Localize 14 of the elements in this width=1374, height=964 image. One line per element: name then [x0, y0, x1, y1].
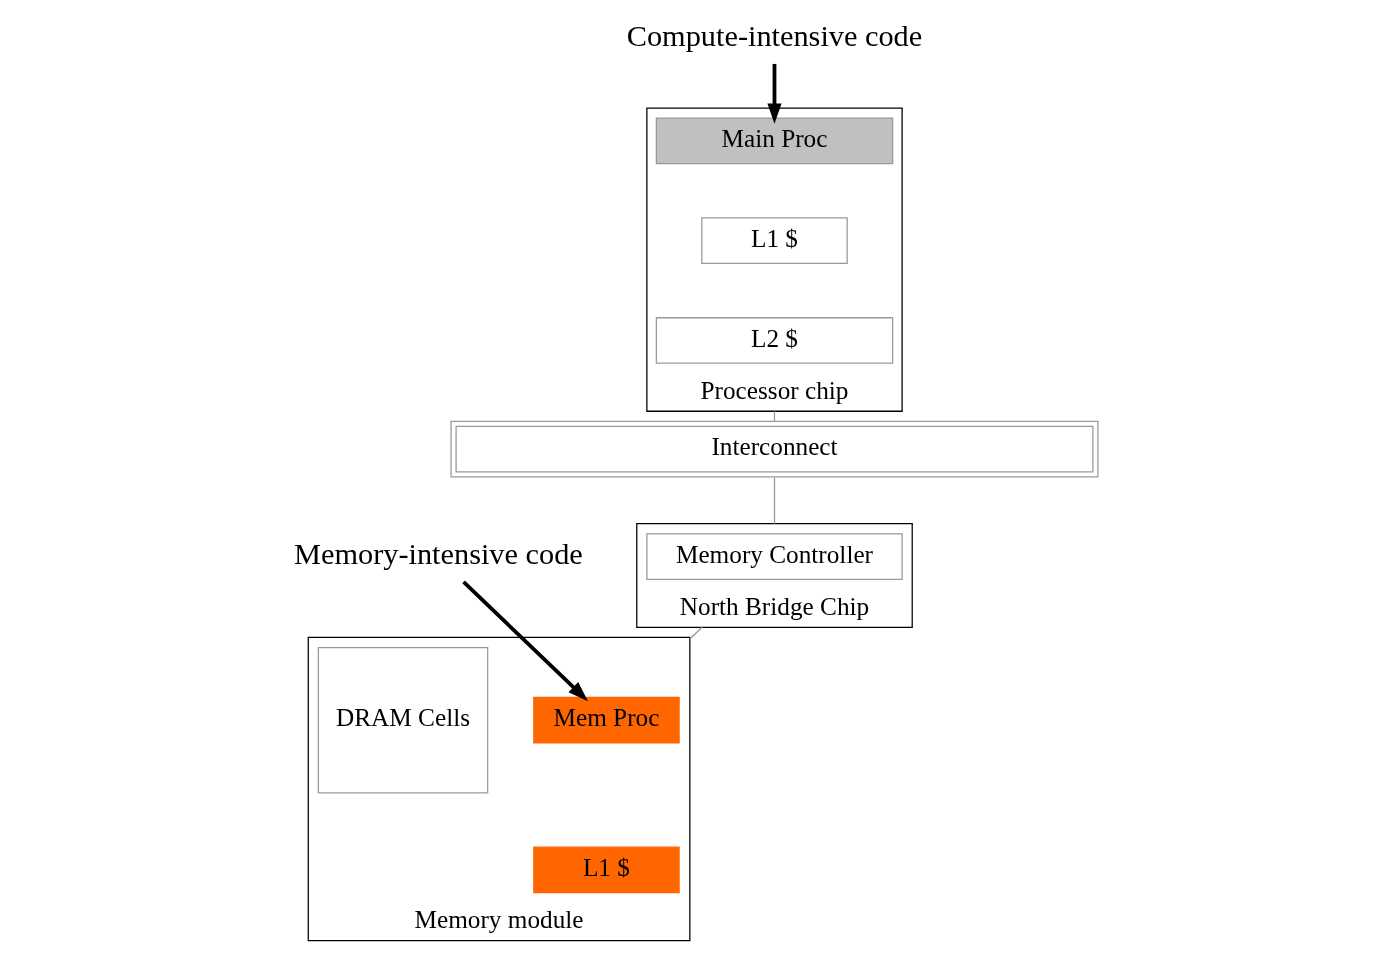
node-box: DRAM Cells — [317, 646, 489, 794]
arrow — [767, 63, 782, 124]
node-box: L1 $ — [701, 217, 848, 265]
node-box: Memory Controller — [646, 533, 903, 580]
node-box: Main Proc — [655, 117, 894, 165]
node-box: Interconnect — [450, 420, 1099, 478]
node-box: L1 $ — [533, 846, 680, 894]
node-box: L2 $ — [655, 317, 894, 364]
connector — [689, 626, 703, 640]
node-box: Mem Proc — [533, 696, 680, 744]
node-text: Compute-intensive code — [626, 19, 923, 54]
node-text: Memory-intensive code — [294, 537, 583, 572]
connector — [773, 476, 776, 525]
arrow — [462, 580, 588, 702]
